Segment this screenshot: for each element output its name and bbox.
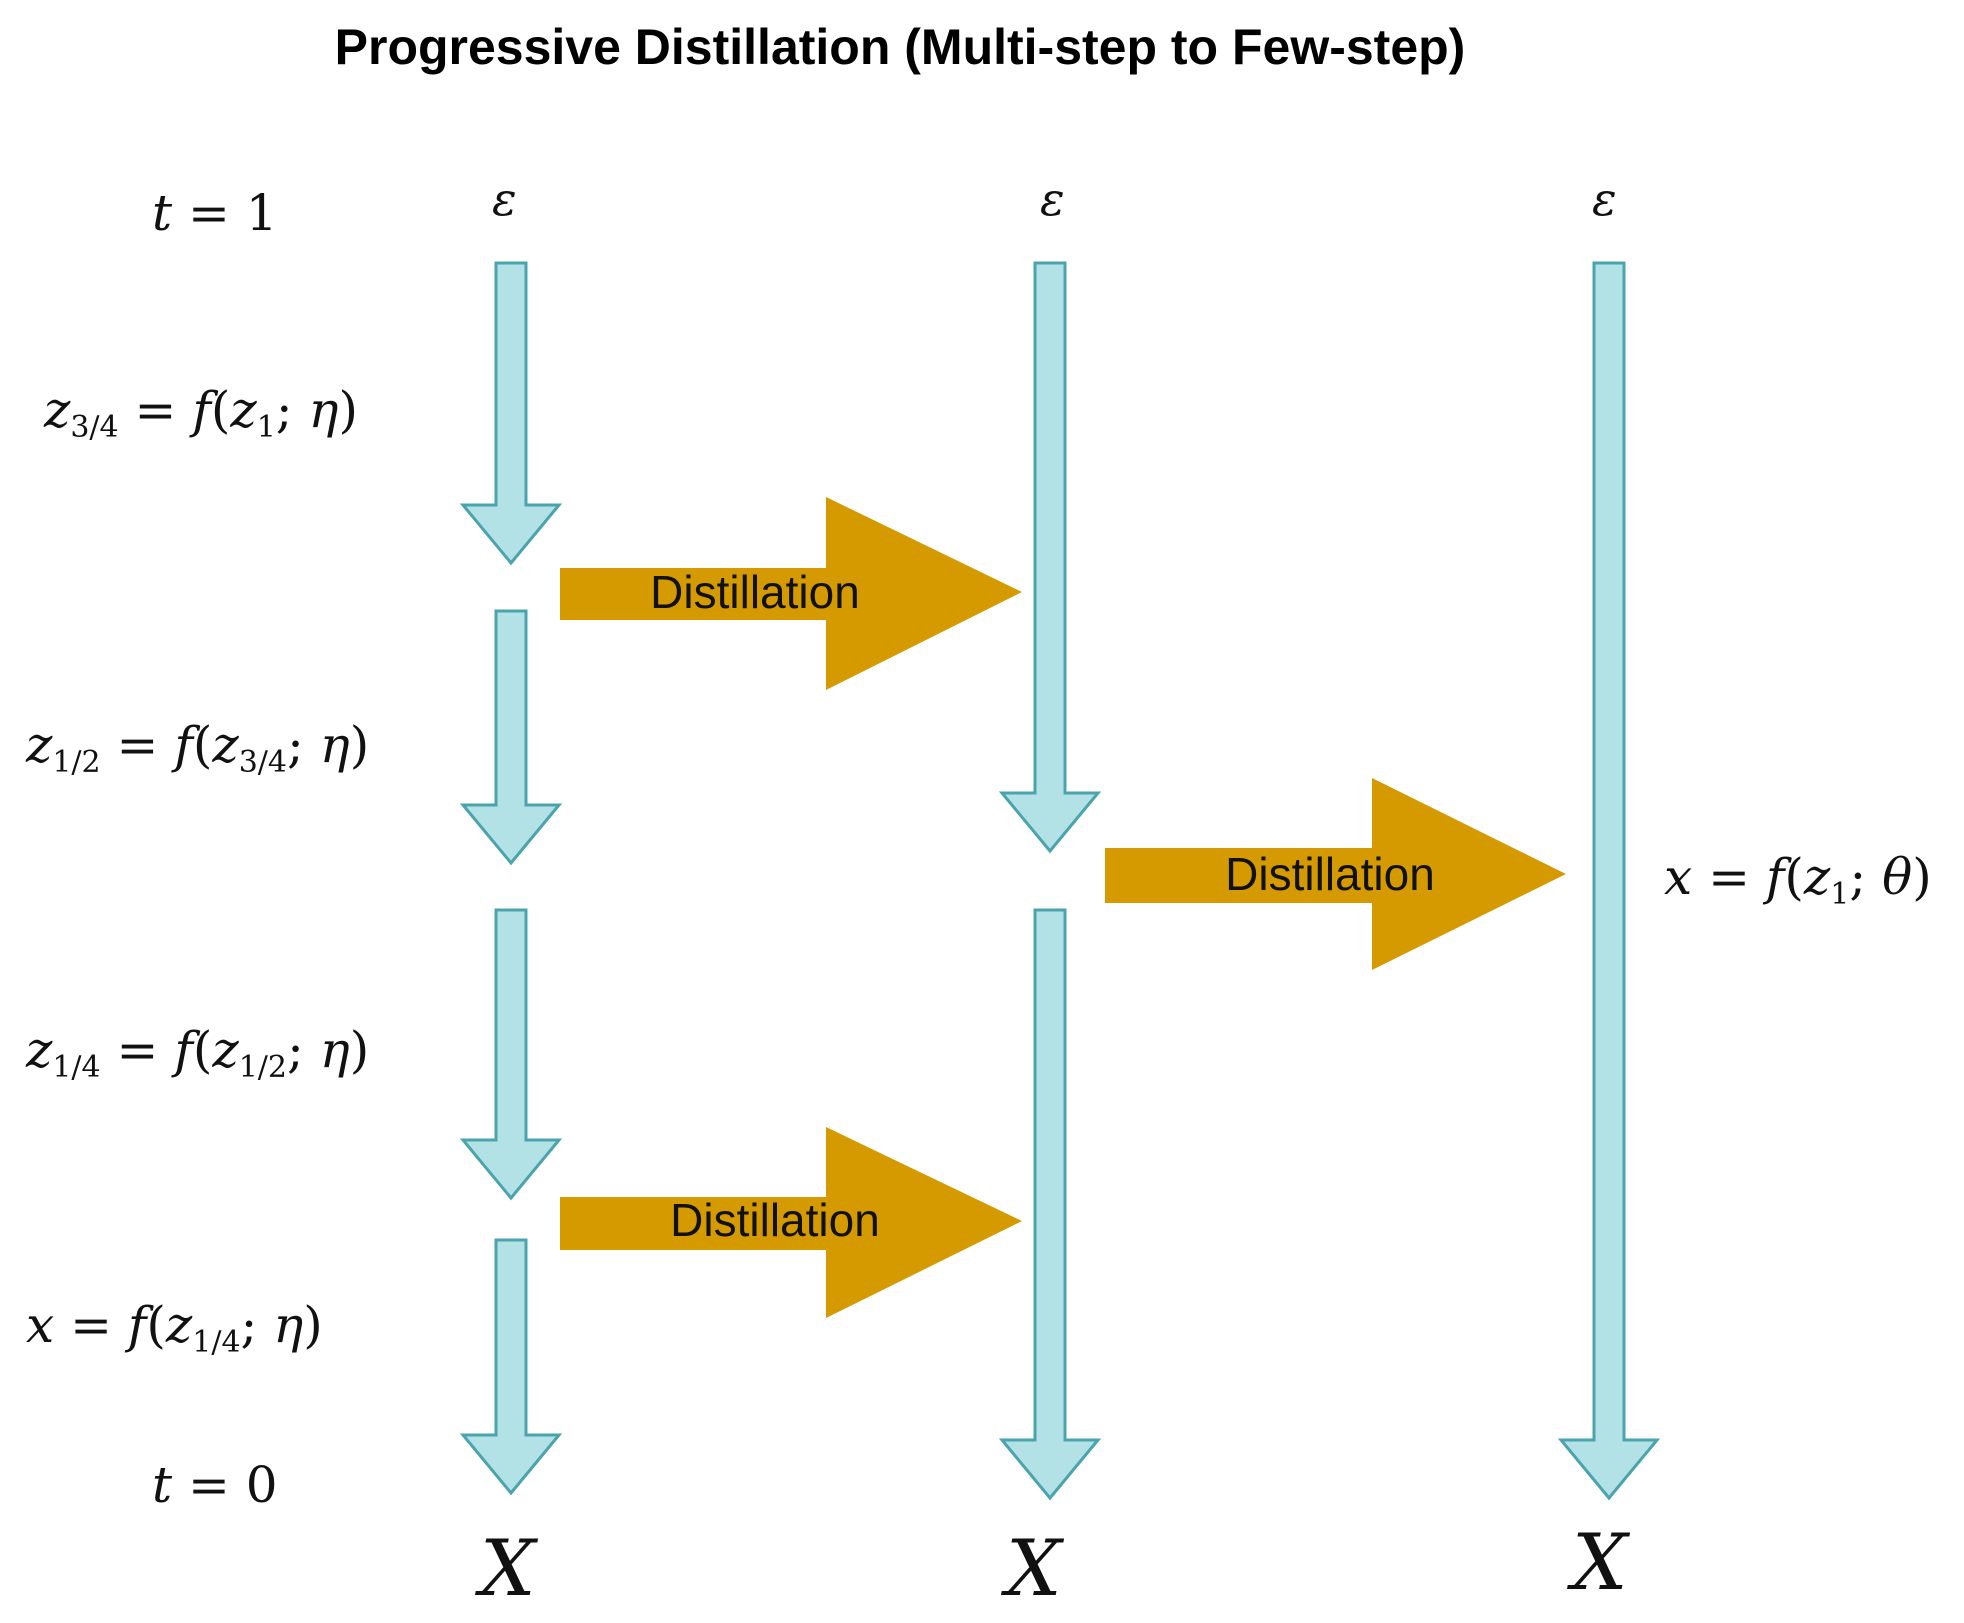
- eq-fn: f: [127, 1296, 147, 1354]
- student-1-step-arrow-2: [998, 908, 1102, 1501]
- eq-arg-sub: 1: [256, 410, 276, 445]
- eq-arg-sub: 1: [1830, 877, 1850, 912]
- eq-lhs-sub: 1/2: [52, 745, 101, 780]
- eq-lhs: z: [44, 381, 71, 439]
- distillation-arrow-1: Distillation: [560, 497, 1022, 690]
- student-1-output-x: X: [1006, 1524, 1062, 1614]
- distillation-arrow-2-shape: [1105, 778, 1566, 970]
- eq-fn: f: [174, 716, 193, 774]
- teacher-step-arrow-2: [459, 609, 563, 866]
- distillation-arrow-2: Distillation: [1105, 778, 1566, 970]
- distillation-arrow-3-label: Distillation: [670, 1194, 880, 1246]
- eq-arg: z: [1803, 848, 1831, 906]
- student-1-epsilon-symbol: ε: [1040, 172, 1065, 226]
- t1-value: 1: [245, 184, 278, 242]
- eq-lhs: z: [26, 716, 53, 774]
- t1-var: t: [152, 184, 173, 242]
- eq-param: η: [319, 1021, 350, 1079]
- t0-var: t: [152, 1456, 173, 1514]
- eq-arg-sub: 1/2: [238, 1050, 287, 1085]
- eq-lhs-sub: 1/4: [52, 1050, 101, 1085]
- teacher-output-x: X: [480, 1524, 536, 1614]
- time-label-t0: t = 0: [152, 1456, 278, 1514]
- equation-x-student: x = f(z1; θ): [1664, 848, 1932, 912]
- student-2-step-arrow-1: [1557, 261, 1661, 1501]
- eq-arg-sub: 3/4: [238, 745, 287, 780]
- eq-arg-sub: 1/4: [192, 1325, 241, 1360]
- eq-param: η: [273, 1296, 304, 1354]
- distillation-arrow-2-label: Distillation: [1225, 848, 1435, 900]
- eq-param: η: [319, 716, 350, 774]
- eq-fn: f: [1765, 848, 1785, 906]
- distillation-arrow-3: Distillation: [560, 1127, 1022, 1318]
- student-2-epsilon-symbol: ε: [1592, 172, 1617, 226]
- eq-arg: z: [212, 1021, 239, 1079]
- eq-fn: f: [192, 381, 211, 439]
- t0-value: 0: [245, 1456, 278, 1514]
- teacher-step-arrow-4: [459, 1238, 563, 1496]
- distillation-arrow-1-label: Distillation: [650, 566, 860, 618]
- eq-fn: f: [174, 1021, 193, 1079]
- eq-arg: z: [212, 716, 239, 774]
- equation-z-1-2: z1/2 = f(z3/4; η): [26, 716, 370, 780]
- teacher-epsilon-symbol: ε: [492, 172, 517, 226]
- equation-z-1-4: z1/4 = f(z1/2; η): [26, 1021, 370, 1085]
- eq-lhs: x: [26, 1296, 55, 1354]
- eq-lhs: z: [26, 1021, 53, 1079]
- student-1-column: [998, 261, 1102, 1501]
- distillation-arrow-3-shape: [560, 1127, 1022, 1318]
- eq-param: θ: [1882, 848, 1913, 906]
- teacher-column: [459, 261, 563, 1496]
- eq-arg: z: [165, 1296, 193, 1354]
- time-label-t1: t = 1: [152, 184, 278, 242]
- student-2-output-x: X: [1572, 1518, 1628, 1608]
- eq-lhs-sub: 3/4: [70, 410, 119, 445]
- equation-x-teacher: x = f(z1/4; η): [26, 1296, 323, 1360]
- distillation-arrow-1-shape: [560, 497, 1022, 690]
- teacher-step-arrow-3: [459, 908, 563, 1201]
- eq-param: η: [308, 381, 339, 439]
- student-2-column: [1557, 261, 1661, 1501]
- teacher-step-arrow-1: [459, 261, 563, 566]
- student-1-step-arrow-1: [998, 261, 1102, 854]
- equation-z-3-4: z3/4 = f(z1; η): [44, 381, 359, 445]
- diagram-title: Progressive Distillation (Multi-step to …: [334, 19, 1466, 75]
- eq-arg: z: [230, 381, 257, 439]
- eq-lhs: x: [1664, 848, 1693, 906]
